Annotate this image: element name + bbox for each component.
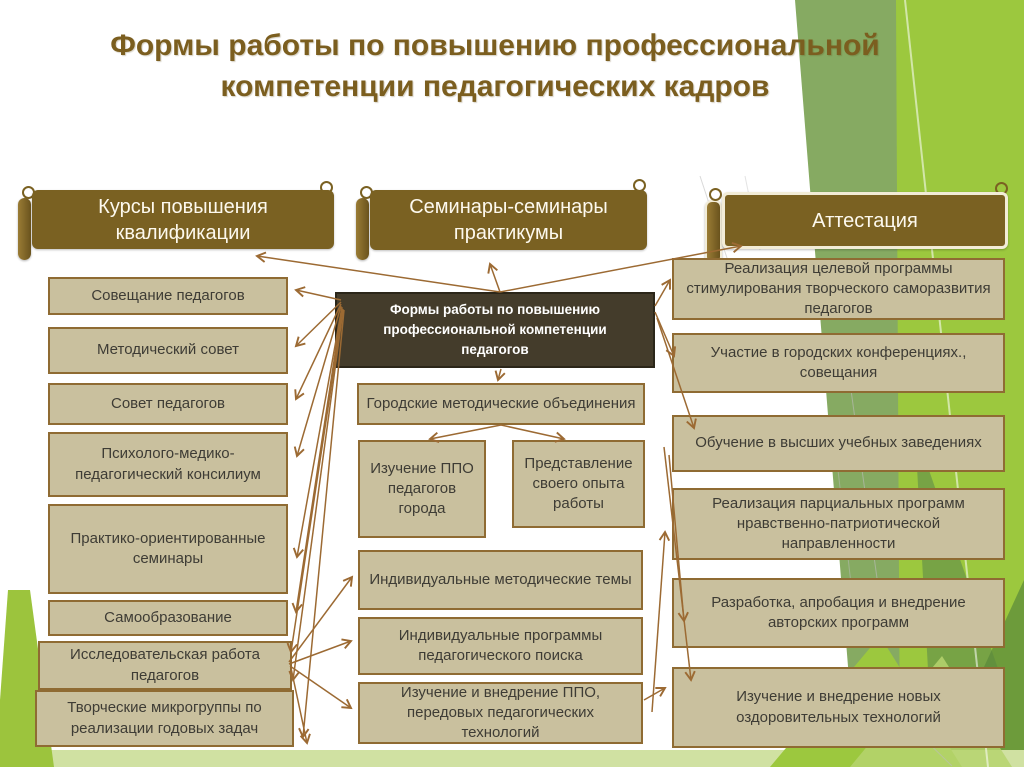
middle-box-vnedrenie-ppo: Изучение и внедрение ППО, передовых педа… — [358, 682, 643, 744]
box-label: Реализация парциальных программ нравстве… — [712, 494, 965, 553]
box-label: Разработка, апробация и внедрение авторс… — [711, 593, 966, 631]
middle-box-izuchenie-ppo: Изучение ППО педагогов города — [358, 440, 486, 538]
banner-seminary: Семинары-семинары практикумы — [370, 190, 647, 250]
green-pale-bottom-strip — [0, 750, 1024, 767]
box-label: Обучение в высших учебных заведениях — [695, 434, 982, 452]
right-box-konferencii: Участие в городских конференциях., совещ… — [672, 333, 1005, 393]
scroll-roll-icon — [18, 198, 31, 260]
left-box-sovet-pedagogov: Совет педагогов — [48, 383, 288, 425]
box-label: Реализация целевой программы стимулирова… — [686, 259, 991, 318]
center-topic-box: Формы работы по повышению профессиональн… — [335, 292, 655, 368]
box-label: Психолого-медико-педагогический консилиу… — [75, 445, 261, 483]
scroll-roll-icon — [356, 198, 369, 260]
right-box-obuchenie-vuz: Обучение в высших учебных заведениях — [672, 415, 1005, 472]
box-label: Самообразование — [104, 608, 232, 626]
banner-kursy: Курсы повышения квалификации — [32, 190, 334, 249]
banner-kursy-label: Курсы повышения квалификации — [98, 195, 268, 244]
left-box-soveshchanie: Совещание педагогов — [48, 277, 288, 315]
scroll-curl-icon — [709, 188, 722, 201]
middle-box-individualnye-programmy: Индивидуальные программы педагогического… — [358, 617, 643, 675]
slide-title: Формы работы по повышению профессиональн… — [110, 29, 880, 103]
right-box-ozdorovitelnye: Изучение и внедрение новых оздоровительн… — [672, 667, 1005, 748]
left-box-praktiko-seminary: Практико-ориентированные семинары — [48, 504, 288, 594]
box-label: Практико-ориентированные семинары — [70, 529, 266, 567]
box-label: Изучение и внедрение ППО, передовых педа… — [400, 683, 601, 742]
box-label: Представление своего опыта работы — [524, 454, 633, 513]
banner-attestaciya: Аттестация — [722, 192, 1008, 249]
box-label: Совет педагогов — [110, 394, 226, 412]
box-label: Изучение и внедрение новых оздоровительн… — [736, 688, 941, 726]
box-label: Совещание педагогов — [91, 286, 245, 304]
middle-box-predstavlenie-opyta: Представление своего опыта работы — [512, 440, 645, 528]
box-label: Городские методические объединения — [366, 394, 636, 412]
right-box-parcialnye-programmy: Реализация парциальных программ нравстве… — [672, 488, 1005, 560]
middle-box-individualnye-temy: Индивидуальные методические темы — [358, 550, 643, 610]
box-label: Исследовательская работа педагогов — [70, 646, 260, 684]
box-label: Индивидуальные программы педагогического… — [398, 626, 603, 664]
center-topic-label: Формы работы по повышению профессиональн… — [383, 301, 607, 358]
left-box-samoobrazovanie: Самообразование — [48, 600, 288, 636]
left-box-konsilium: Психолого-медико-педагогический консилиу… — [48, 432, 288, 497]
left-box-tvorcheskie-mikrogruppy: Творческие микрогруппы по реализации год… — [35, 690, 294, 747]
left-box-issledovatelskaya: Исследовательская работа педагогов — [38, 641, 292, 690]
right-box-celevaya-programma: Реализация целевой программы стимулирова… — [672, 258, 1005, 320]
banner-seminary-label: Семинары-семинары практикумы — [409, 196, 608, 244]
middle-box-gorodskie: Городские методические объединения — [357, 383, 645, 425]
box-label: Методический совет — [96, 341, 240, 359]
right-box-avtorskie-programmy: Разработка, апробация и внедрение авторс… — [672, 578, 1005, 648]
box-label: Индивидуальные методические темы — [369, 570, 632, 588]
box-label: Участие в городских конференциях., совещ… — [710, 343, 967, 381]
scroll-roll-icon — [705, 200, 722, 264]
banner-attestaciya-label: Аттестация — [812, 209, 918, 232]
left-box-metodicheskiy-sovet: Методический совет — [48, 327, 288, 374]
box-label: Изучение ППО педагогов города — [370, 459, 474, 518]
box-label: Творческие микрогруппы по реализации год… — [67, 699, 262, 737]
